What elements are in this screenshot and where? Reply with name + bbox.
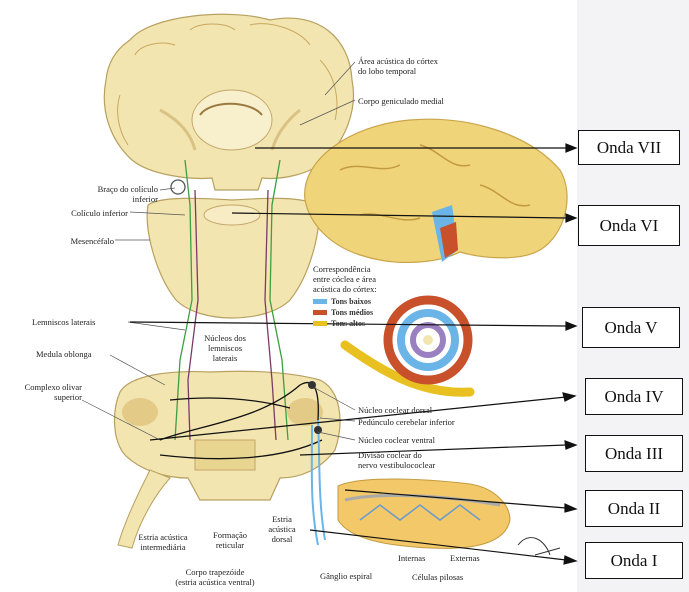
label-formacao-reticular: Formação reticular [200, 530, 260, 550]
wave-box-i: Onda I [585, 542, 683, 579]
label-lemniscos-laterais: Lemniscos laterais [32, 317, 96, 327]
label-complexo-olivar: Complexo olivar superior [4, 382, 82, 402]
legend-swatch-high [313, 321, 327, 326]
label-celulas-pilosas: Células pilosas [412, 572, 463, 582]
label-mesencefalo: Mesencéfalo [30, 236, 114, 246]
label-braco-coliculo: Braço do colículo inferior [60, 184, 158, 204]
label-corpo-trapezoide: Corpo trapezóide (estria acústica ventra… [150, 567, 280, 587]
legend-swatch-bass [313, 299, 327, 304]
label-divisao-coclear: Divisão coclear do nervo vestibulococlea… [358, 450, 435, 470]
organ-of-corti-inset [338, 479, 510, 548]
label-ganglio-espiral: Gânglio espiral [320, 571, 372, 581]
wave-box-ii: Onda II [585, 490, 683, 527]
label-coliculo-inferior: Colículo inferior [30, 208, 128, 218]
wave-box-vi: Onda VI [578, 205, 680, 246]
legend-tons-baixos: Tons baixos [331, 297, 371, 306]
wave-box-iii: Onda III [585, 435, 683, 472]
label-corpo-geniculado: Corpo geniculado medial [358, 96, 444, 106]
label-nucleos-lemniscos: Núcleos dos lemniscos laterais [190, 333, 260, 363]
label-pedunculo: Pedúnculo cerebelar inferior [358, 417, 455, 427]
wave-box-vii: Onda VII [578, 130, 680, 165]
wave-box-iv: Onda IV [585, 378, 683, 415]
legend-swatch-mid [313, 310, 327, 315]
label-externas: Externas [450, 553, 480, 563]
label-correspondencia: Correspondência entre cóclea e área acús… [313, 264, 377, 294]
legend-tons-altos: Tons altos [331, 319, 365, 328]
label-area-acustica: Área acústica do córtex do lobo temporal [358, 56, 438, 76]
lateral-brain-view [305, 119, 567, 262]
label-nucleo-coclear-dorsal: Núcleo coclear dorsal [358, 405, 432, 415]
legend-tons-medios: Tons médios [331, 308, 373, 317]
label-estria-intermediaria: Estria acústica intermediária [128, 532, 198, 552]
wave-box-v: Onda V [582, 307, 680, 348]
netter-signature [518, 538, 560, 555]
label-medula-oblonga: Medula oblonga [36, 349, 91, 359]
label-nucleo-coclear-ventral: Núcleo coclear ventral [358, 435, 435, 445]
midbrain-section [147, 198, 319, 318]
label-estria-dorsal: Estria acústica dorsal [258, 514, 306, 544]
label-internas: Internas [398, 553, 425, 563]
